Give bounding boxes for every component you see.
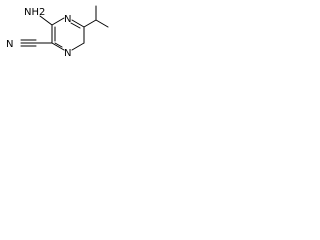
bond-isopropyl-methyl-top <box>95 19 109 28</box>
bond-n1-c2 <box>51 42 65 51</box>
bond-c6-n1 <box>71 42 85 51</box>
amino-label: NH2 <box>24 7 45 18</box>
bond-n4-c5-inner <box>70 22 81 29</box>
bond-c5-isopropyl <box>83 19 97 28</box>
ring-n-bottom-label: N <box>64 48 71 59</box>
ring-n-top-label: N <box>64 14 71 25</box>
bond-c3-n4 <box>51 17 65 26</box>
molecule-structure: NH2 N N N <box>6 5 109 59</box>
bond-n4-c5 <box>71 19 85 28</box>
nitrile-n-label: N <box>6 39 13 50</box>
bond-c3-amino <box>39 15 53 26</box>
bond-n1-c2-inner <box>54 42 63 48</box>
